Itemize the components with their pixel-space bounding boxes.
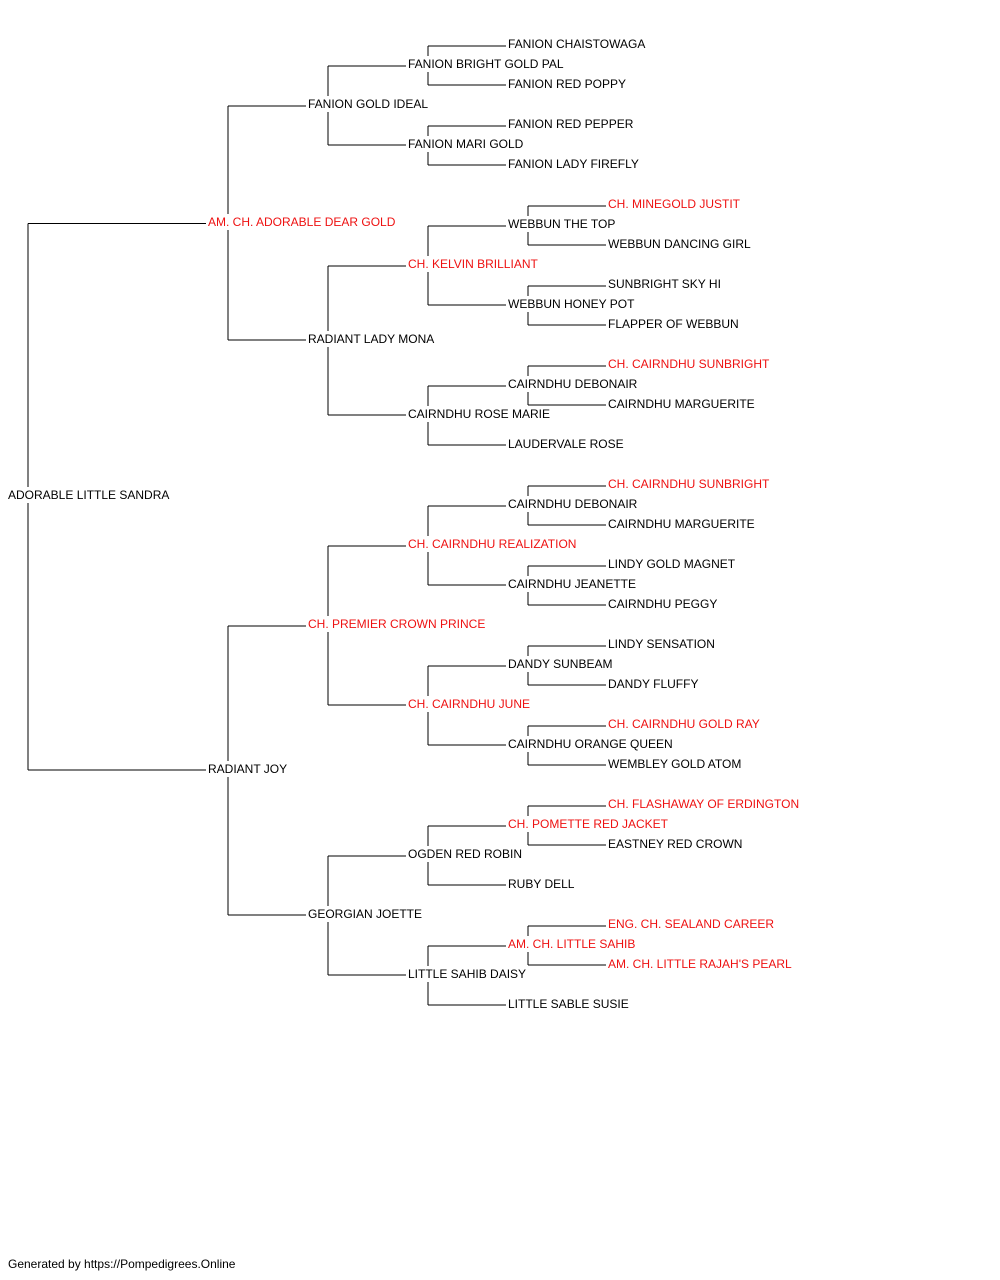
dog-name-wembley-gold-atom[interactable]: WEMBLEY GOLD ATOM xyxy=(607,756,743,772)
dog-name-ch-minegold-justit[interactable]: CH. MINEGOLD JUSTIT xyxy=(607,196,742,212)
dog-name-fanion-red-pepper[interactable]: FANION RED PEPPER xyxy=(507,116,635,132)
dog-name-cairndhu-marguerite[interactable]: CAIRNDHU MARGUERITE xyxy=(607,516,756,532)
dog-name-am-ch-little-rajah-s-pearl[interactable]: AM. CH. LITTLE RAJAH'S PEARL xyxy=(607,956,793,972)
dog-name-ch-cairndhu-realization[interactable]: CH. CAIRNDHU REALIZATION xyxy=(407,536,578,552)
dog-name-cairndhu-peggy[interactable]: CAIRNDHU PEGGY xyxy=(607,596,719,612)
dog-name-am-ch-adorable-dear-gold[interactable]: AM. CH. ADORABLE DEAR GOLD xyxy=(207,213,397,230)
dog-name-ch-cairndhu-sunbright[interactable]: CH. CAIRNDHU SUNBRIGHT xyxy=(607,356,771,372)
dog-name-webbun-the-top[interactable]: WEBBUN THE TOP xyxy=(507,216,617,232)
dog-name-ch-cairndhu-june[interactable]: CH. CAIRNDHU JUNE xyxy=(407,696,532,712)
dog-name-flapper-of-webbun[interactable]: FLAPPER OF WEBBUN xyxy=(607,316,740,332)
dog-name-lindy-gold-magnet[interactable]: LINDY GOLD MAGNET xyxy=(607,556,737,572)
dog-name-georgian-joette[interactable]: GEORGIAN JOETTE xyxy=(307,906,424,922)
dog-name-little-sable-susie[interactable]: LITTLE SABLE SUSIE xyxy=(507,996,630,1012)
dog-name-cairndhu-orange-queen[interactable]: CAIRNDHU ORANGE QUEEN xyxy=(507,736,674,752)
dog-name-fanion-mari-gold[interactable]: FANION MARI GOLD xyxy=(407,136,525,152)
dog-name-ch-kelvin-brilliant[interactable]: CH. KELVIN BRILLIANT xyxy=(407,256,539,272)
dog-name-webbun-dancing-girl[interactable]: WEBBUN DANCING GIRL xyxy=(607,236,752,252)
dog-name-dandy-fluffy[interactable]: DANDY FLUFFY xyxy=(607,676,700,692)
dog-name-dandy-sunbeam[interactable]: DANDY SUNBEAM xyxy=(507,656,614,672)
dog-name-little-sahib-daisy[interactable]: LITTLE SAHIB DAISY xyxy=(407,966,528,982)
dog-name-fanion-lady-firefly[interactable]: FANION LADY FIREFLY xyxy=(507,156,640,172)
dog-name-ch-cairndhu-gold-ray[interactable]: CH. CAIRNDHU GOLD RAY xyxy=(607,716,761,732)
dog-name-sunbright-sky-hi[interactable]: SUNBRIGHT SKY HI xyxy=(607,276,722,292)
dog-name-ch-cairndhu-sunbright[interactable]: CH. CAIRNDHU SUNBRIGHT xyxy=(607,476,771,492)
dog-name-ch-pomette-red-jacket[interactable]: CH. POMETTE RED JACKET xyxy=(507,816,670,832)
dog-name-ch-flashaway-of-erdington[interactable]: CH. FLASHAWAY OF ERDINGTON xyxy=(607,796,801,812)
dog-name-fanion-bright-gold-pal[interactable]: FANION BRIGHT GOLD PAL xyxy=(407,56,565,72)
dog-name-ch-premier-crown-prince[interactable]: CH. PREMIER CROWN PRINCE xyxy=(307,616,487,632)
dog-name-fanion-chaistowaga[interactable]: FANION CHAISTOWAGA xyxy=(507,36,647,52)
dog-name-radiant-joy[interactable]: RADIANT JOY xyxy=(207,761,289,777)
dog-name-radiant-lady-mona[interactable]: RADIANT LADY MONA xyxy=(307,331,436,347)
dog-name-cairndhu-jeanette[interactable]: CAIRNDHU JEANETTE xyxy=(507,576,638,592)
dog-name-cairndhu-rose-marie[interactable]: CAIRNDHU ROSE MARIE xyxy=(407,406,552,422)
dog-name-laudervale-rose[interactable]: LAUDERVALE ROSE xyxy=(507,436,625,452)
dog-name-eastney-red-crown[interactable]: EASTNEY RED CROWN xyxy=(607,836,744,852)
dog-name-cairndhu-debonair[interactable]: CAIRNDHU DEBONAIR xyxy=(507,376,639,392)
dog-name-fanion-red-poppy[interactable]: FANION RED POPPY xyxy=(507,76,628,92)
dog-name-lindy-sensation[interactable]: LINDY SENSATION xyxy=(607,636,716,652)
dog-name-webbun-honey-pot[interactable]: WEBBUN HONEY POT xyxy=(507,296,636,312)
dog-name-fanion-gold-ideal[interactable]: FANION GOLD IDEAL xyxy=(307,96,430,112)
dog-name-adorable-little-sandra[interactable]: ADORABLE LITTLE SANDRA xyxy=(7,487,171,504)
dog-name-eng-ch-sealand-career[interactable]: ENG. CH. SEALAND CAREER xyxy=(607,916,776,932)
dog-name-ruby-dell[interactable]: RUBY DELL xyxy=(507,876,576,892)
dog-name-cairndhu-marguerite[interactable]: CAIRNDHU MARGUERITE xyxy=(607,396,756,412)
dog-name-am-ch-little-sahib[interactable]: AM. CH. LITTLE SAHIB xyxy=(507,936,637,952)
footer-credit: Generated by https://Pompedigrees.Online xyxy=(8,1257,236,1271)
dog-name-cairndhu-debonair[interactable]: CAIRNDHU DEBONAIR xyxy=(507,496,639,512)
dog-name-ogden-red-robin[interactable]: OGDEN RED ROBIN xyxy=(407,846,524,862)
